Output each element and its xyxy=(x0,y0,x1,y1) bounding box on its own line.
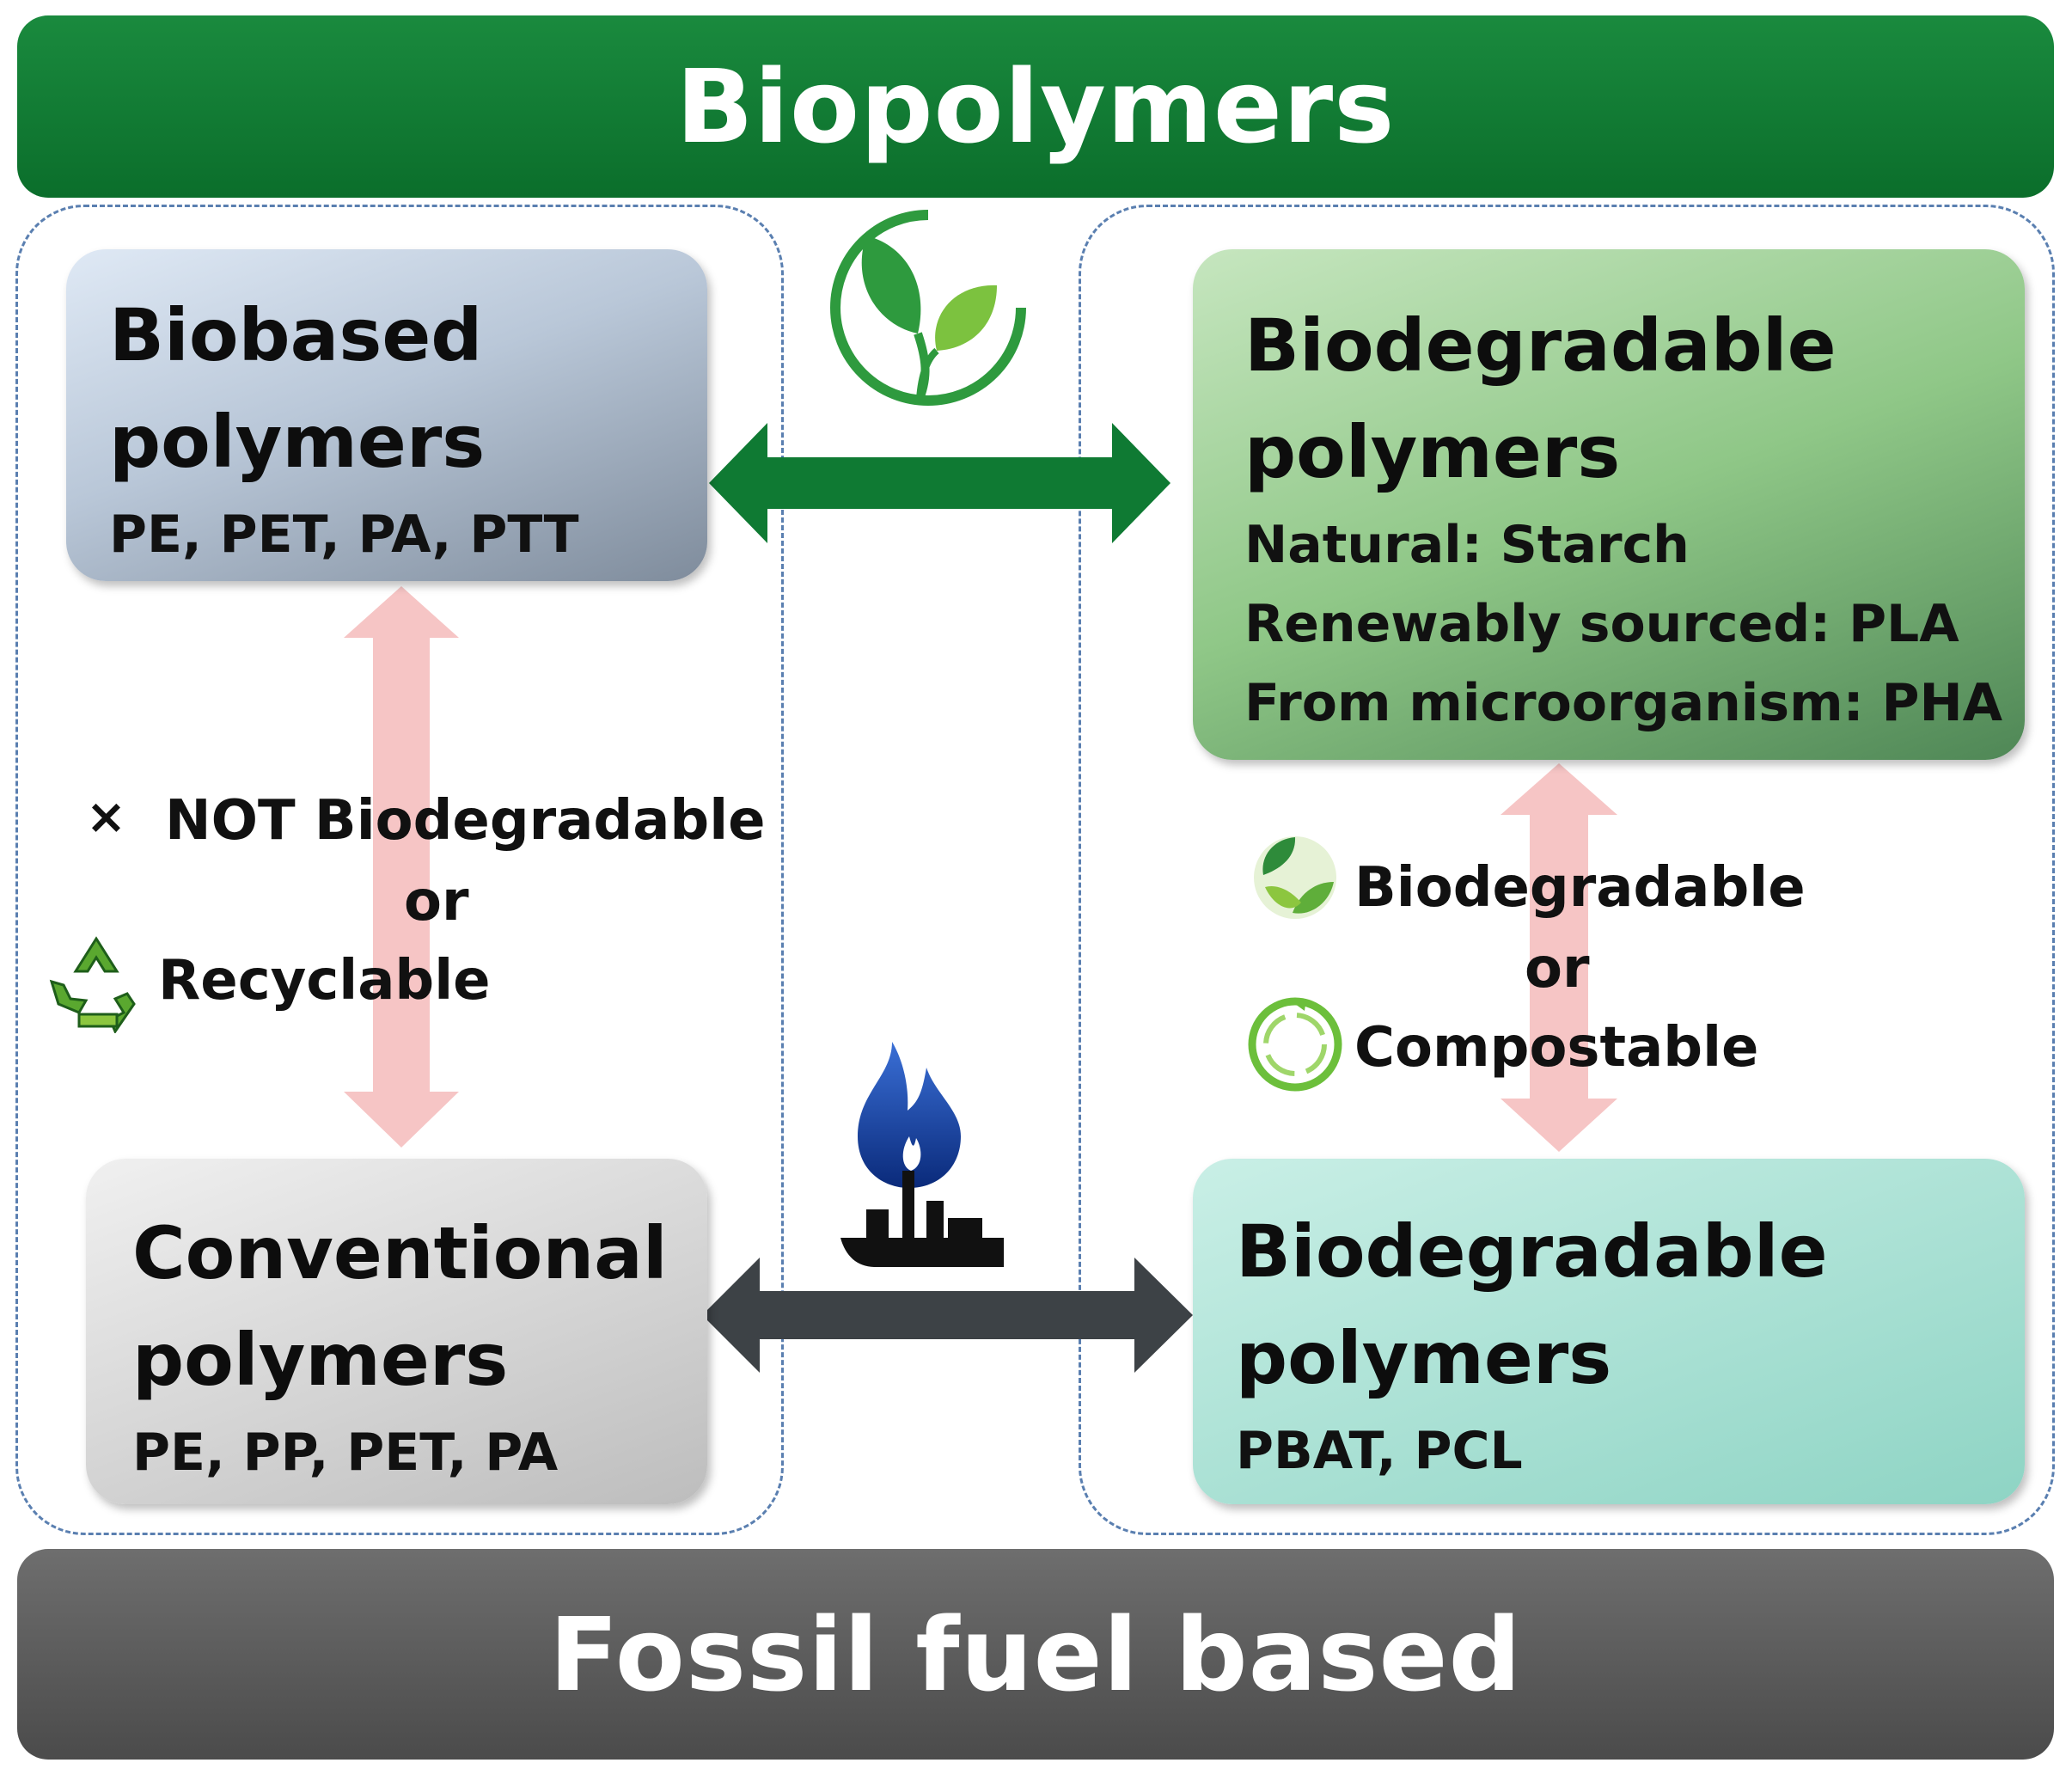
cross-mark: × xyxy=(86,789,126,845)
box-title: polymers xyxy=(1236,1316,1612,1400)
pink-vertical-arrow-left xyxy=(344,586,459,1148)
biodegradable-icon xyxy=(1254,836,1336,919)
recyclable-label: Recyclable xyxy=(158,949,491,1013)
compostable-label: Compostable xyxy=(1354,1016,1759,1080)
right-dashed-region xyxy=(1079,205,2055,1535)
box-title: polymers xyxy=(1244,410,1621,494)
recycle-icon xyxy=(49,936,136,1033)
banner-title: Biopolymers xyxy=(675,47,1396,166)
biobased-polymers-box: Biobased polymers PE, PET, PA, PTT xyxy=(66,249,707,581)
box-title: Biobased xyxy=(109,293,483,377)
fossil-fuel-banner: Fossil fuel based xyxy=(17,1549,2054,1760)
or-label-left: or xyxy=(404,870,469,933)
box-line: Renewably sourced: PLA xyxy=(1244,594,1959,654)
conventional-polymers-box: Conventional polymers PE, PP, PET, PA xyxy=(86,1159,707,1504)
not-biodegradable-label: NOT Biodegradable xyxy=(165,789,766,853)
biodegradable-polymers-bio-box: Biodegradable polymers Natural: Starch R… xyxy=(1193,249,2025,760)
leaf-icon xyxy=(830,210,1026,406)
box-title: polymers xyxy=(132,1318,509,1402)
oil-refinery-flame-icon xyxy=(840,1042,1004,1267)
dark-double-arrow xyxy=(702,1258,1193,1373)
box-examples: PE, PP, PET, PA xyxy=(132,1423,559,1483)
banner-title: Fossil fuel based xyxy=(548,1594,1523,1714)
biodegradable-polymers-fossil-box: Biodegradable polymers PBAT, PCL xyxy=(1193,1159,2025,1504)
box-line: From microorganism: PHA xyxy=(1244,673,2003,733)
compostable-icon xyxy=(1248,997,1342,1092)
box-title: Conventional xyxy=(132,1211,668,1295)
box-title: Biodegradable xyxy=(1244,303,1837,388)
box-line: Natural: Starch xyxy=(1244,515,1690,575)
green-double-arrow xyxy=(709,423,1170,543)
box-title: Biodegradable xyxy=(1236,1209,1828,1294)
box-examples: PBAT, PCL xyxy=(1236,1421,1523,1481)
pink-vertical-arrow-right xyxy=(1501,763,1617,1152)
biopolymers-banner: Biopolymers xyxy=(17,15,2054,198)
biodegradable-label: Biodegradable xyxy=(1354,856,1806,920)
left-dashed-region xyxy=(15,205,784,1535)
or-label-right: or xyxy=(1525,937,1590,1001)
box-examples: PE, PET, PA, PTT xyxy=(109,505,579,565)
box-title: polymers xyxy=(109,400,486,484)
